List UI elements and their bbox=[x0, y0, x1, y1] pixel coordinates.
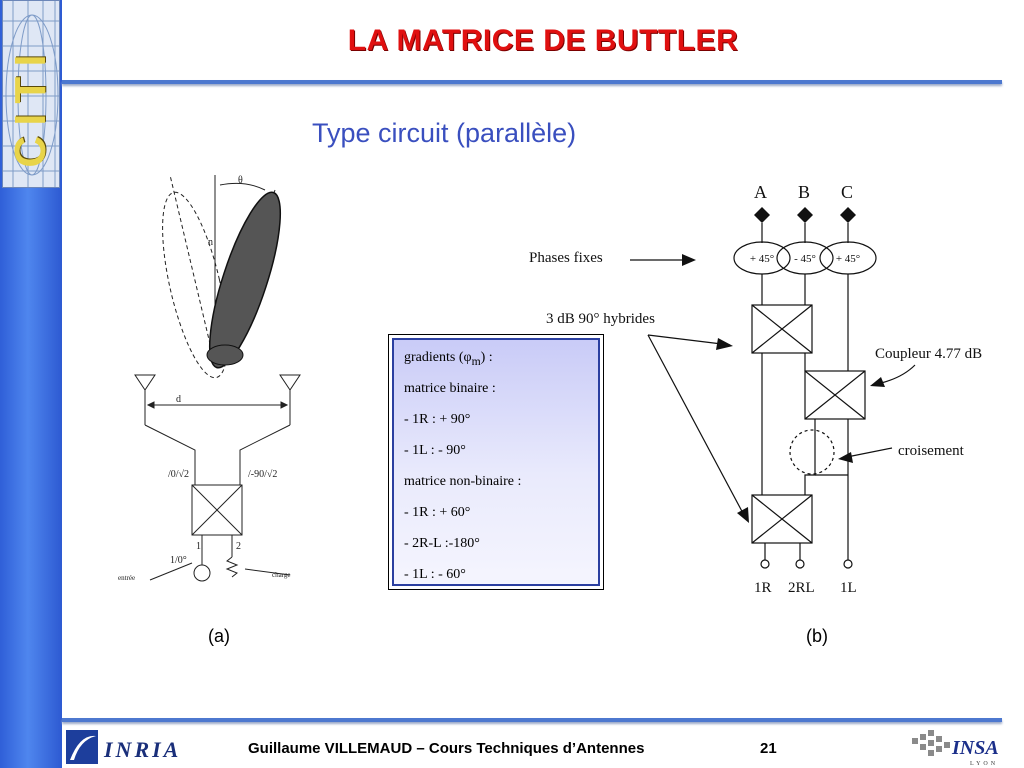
port-2rl-icon bbox=[795, 559, 805, 569]
nonbinary-heading: matrice non-binaire : bbox=[404, 474, 522, 489]
port-1r-icon bbox=[760, 559, 770, 569]
theta-arc bbox=[219, 182, 266, 191]
main-lobe bbox=[208, 191, 282, 369]
hybrides-label: 3 dB 90° hybrides bbox=[546, 311, 655, 327]
normal-label: n bbox=[208, 237, 213, 248]
hybrid-bottom bbox=[751, 494, 813, 544]
hybrid-arrow-bottom bbox=[647, 334, 746, 518]
footer-rule bbox=[62, 718, 1002, 722]
page-number: 21 bbox=[760, 740, 777, 757]
insa-text: INSA bbox=[951, 737, 999, 759]
port-1r-label: 1R bbox=[754, 580, 772, 596]
inria-text: INRIA bbox=[103, 737, 181, 762]
phases-fixes-label: Phases fixes bbox=[529, 250, 603, 266]
theta-label: θ bbox=[238, 175, 243, 186]
entree-label: entrée bbox=[118, 574, 135, 582]
inria-logo: INRIA bbox=[66, 730, 181, 764]
port1-label: 1 bbox=[196, 541, 201, 552]
coupler bbox=[804, 370, 866, 420]
dashed-lobe bbox=[162, 191, 228, 379]
port-c-label: C bbox=[841, 182, 853, 202]
footer-author: Guillaume VILLEMAUD – Cours Techniques d… bbox=[248, 740, 645, 757]
main-beam-axis bbox=[169, 174, 216, 366]
side-lobe bbox=[206, 344, 244, 366]
title-rule bbox=[62, 80, 1002, 84]
caption-a: (a) bbox=[208, 626, 230, 646]
gradients-box: gradients (φm) : matrice binaire : - 1R … bbox=[388, 334, 604, 590]
citi-logo: CITI bbox=[2, 0, 60, 188]
antenna-right-icon bbox=[279, 374, 301, 391]
logo-grid-icon bbox=[3, 1, 59, 187]
port2-label: 2 bbox=[236, 541, 241, 552]
logo-text: CITI bbox=[6, 44, 55, 168]
port-2rl-label: 2RL bbox=[788, 580, 815, 596]
insa-logo: INSA LYON bbox=[912, 730, 999, 767]
phase-c-label: + 45° bbox=[836, 253, 860, 265]
insa-sub-text: LYON bbox=[970, 761, 998, 767]
charge-label: charge bbox=[272, 571, 291, 579]
binary-1l: - 1L : - 90° bbox=[404, 443, 466, 458]
port-b-label: B bbox=[798, 182, 810, 202]
port-a-icon bbox=[754, 207, 770, 223]
binary-heading: matrice binaire : bbox=[404, 381, 496, 396]
hybrid-top bbox=[751, 304, 813, 354]
nonbinary-2rl: - 2R-L :-180° bbox=[404, 536, 480, 551]
sidebar: CITI bbox=[0, 0, 62, 768]
crossing-circle bbox=[789, 429, 835, 475]
antenna-left-icon bbox=[134, 374, 156, 391]
diagram-a: θ n d /0/√2 /-90/√2 1 2 1/0° entrée char… bbox=[118, 174, 301, 582]
insa-dots-icon bbox=[912, 730, 950, 756]
nonbinary-1r: - 1R : + 60° bbox=[404, 505, 471, 520]
port-b-icon bbox=[797, 207, 813, 223]
phase-left-label: /0/√2 bbox=[168, 469, 189, 480]
gradients-line: gradients (φm) : bbox=[404, 350, 493, 368]
phase-a-label: + 45° bbox=[750, 253, 774, 265]
diagram-b: A B C + 45° - 45° + 45° Phases fixes 3 d… bbox=[529, 182, 982, 596]
load-icon bbox=[225, 556, 239, 578]
croisement-label: croisement bbox=[898, 443, 965, 459]
port-1l-icon bbox=[843, 559, 853, 569]
nonbinary-1l: - 1L : - 60° bbox=[404, 567, 466, 582]
port-c-icon bbox=[840, 207, 856, 223]
slide-subtitle: Type circuit (parallèle) bbox=[312, 118, 577, 148]
binary-1r: - 1R : + 90° bbox=[404, 412, 471, 427]
caption-b: (b) bbox=[806, 626, 828, 646]
coupleur-label: Coupleur 4.77 dB bbox=[875, 346, 982, 362]
hybrid-a bbox=[191, 484, 243, 536]
port-1l-label: 1L bbox=[840, 580, 857, 596]
phase-right-label: /-90/√2 bbox=[248, 469, 277, 480]
d-label: d bbox=[176, 394, 181, 405]
hybrid-arrow-top bbox=[647, 334, 731, 346]
phase-b-label: - 45° bbox=[794, 253, 816, 265]
port-a-label: A bbox=[754, 182, 767, 202]
slide-title: LA MATRICE DE BUTTLER bbox=[347, 24, 739, 57]
input-phase-label: 1/0° bbox=[170, 555, 187, 566]
source-icon bbox=[193, 564, 211, 582]
